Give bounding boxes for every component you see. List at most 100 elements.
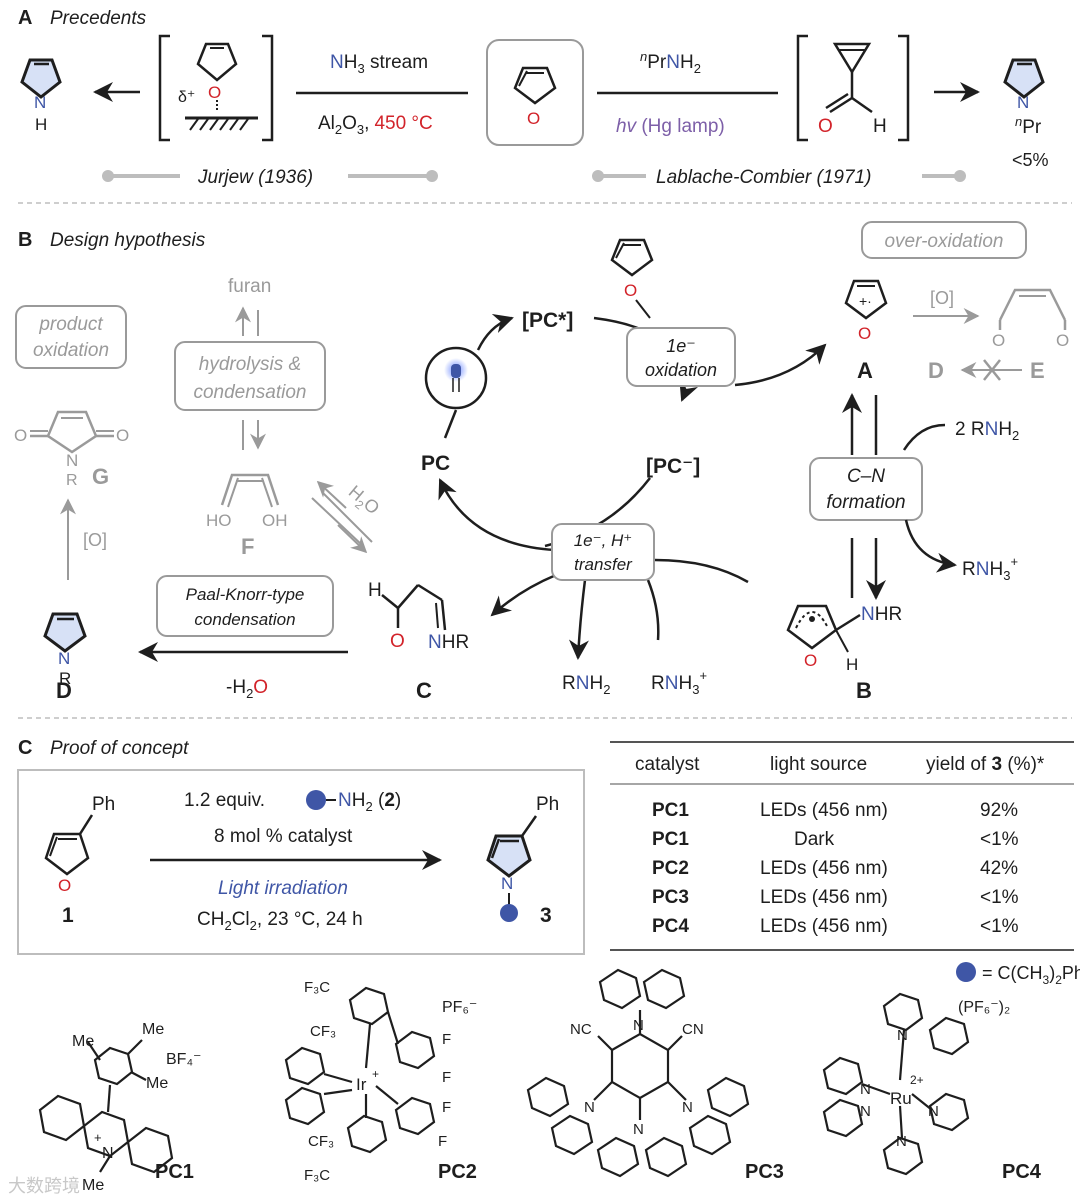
e-o-left: O [992, 331, 1005, 350]
row-4-yield: <1% [980, 887, 1019, 908]
pc2-f-3: F [442, 1099, 451, 1116]
f-oh: OH [262, 511, 288, 530]
central-furan-o: O [527, 109, 540, 128]
two-amine-label: 2 RNH2 [955, 419, 1019, 443]
pc1-anion: BF₄⁻ [166, 1051, 201, 1068]
oxidation-box [626, 327, 736, 387]
delta-plus: δ⁺ [178, 89, 195, 106]
enediol-f-structure: HO OH [206, 473, 288, 530]
alumina-conditions-label: Al2O3,450 °C [318, 113, 433, 137]
substrate-3-phenylfuran: O Ph [44, 794, 115, 895]
ref-lablache: Lablache-Combier (1971) [656, 167, 871, 188]
aldehyde-o: O [818, 116, 833, 137]
hydrolysis-box [174, 341, 326, 411]
row-1-light: LEDs (456 nm) [760, 800, 888, 821]
row-4-light: LEDs (456 nm) [760, 887, 888, 908]
pc4-metal: Ru [890, 1089, 912, 1108]
substrate-label: 1 [62, 904, 74, 927]
pc2-metal: Ir [356, 1075, 367, 1094]
pc3-cn-left: NC [570, 1021, 592, 1038]
pc2-anion: PF₆⁻ [442, 999, 477, 1016]
hydrolysis-line2: condensation [193, 382, 306, 403]
pc2-f-4: F [438, 1133, 447, 1150]
pc3-n-top: N [633, 1017, 644, 1034]
n-propylpyrrole-structure: N nPr [1003, 58, 1045, 138]
npr-label: nPr [1015, 114, 1042, 138]
adsorbed-o-atom: O [208, 83, 221, 102]
ammonium-right: RNH3+ [962, 554, 1018, 583]
label-c: C [416, 678, 432, 703]
cn-formation-line1: C–N [847, 466, 885, 487]
pc2-f-1: F [442, 1031, 451, 1048]
panel-c-letter: C [18, 737, 32, 759]
table-header-light: light source [770, 754, 867, 775]
ref-jurjew: Jurjew (1936) [197, 167, 313, 188]
blocked-x-icon [983, 359, 1001, 381]
pyrrole-d-structure: N R [43, 612, 87, 688]
adsorbed-furan-bracket: O δ⁺ [158, 34, 274, 142]
substrate-o: O [58, 876, 71, 895]
product-oxidation-box [15, 305, 127, 369]
product-oxidation-line2: oxidation [33, 340, 109, 361]
npr-pyrrole-n: N [1017, 93, 1029, 112]
arc-amine-in [902, 423, 946, 451]
pc3-n-right: N [682, 1099, 693, 1116]
table-row: PC2 LEDs (456 nm) 42% [652, 858, 1018, 879]
row-3-catalyst: PC2 [652, 858, 689, 879]
rnh3-bottom: RNH3+ [651, 668, 707, 697]
paal-knorr-box [156, 575, 334, 637]
pc4-n-2: N [860, 1081, 871, 1098]
led-light-source [424, 346, 488, 410]
row-2-yield: <1% [980, 829, 1019, 850]
hg-lamp-label: hv (Hg lamp) [616, 116, 725, 137]
pyrrole-n-atom: N [34, 93, 46, 112]
substrate-ph: Ph [92, 794, 115, 815]
pc3-label: PC3 [745, 1161, 784, 1183]
rnh2-bottom: RNH2 [562, 673, 610, 697]
hydrolysis-line1: hydrolysis & [199, 354, 301, 375]
reaction-box [17, 769, 585, 955]
row-5-yield: <1% [980, 916, 1019, 937]
b-h-atom: H [846, 655, 858, 674]
table-row: PC1 LEDs (456 nm) 92% [652, 800, 1018, 821]
product-ph: Ph [536, 794, 559, 815]
pc1-me-n: Me [82, 1177, 104, 1194]
pc2-label: PC2 [438, 1161, 477, 1183]
pc4-charge: 2+ [910, 1073, 924, 1087]
pc2-cf3-bottom: F₃C [304, 1167, 330, 1184]
pyrrole-h-atom: H [35, 115, 47, 134]
reference-bar-left: Jurjew (1936) [102, 167, 438, 188]
arc-transfer-to-rnh3 [646, 579, 660, 641]
pc-label: PC [421, 452, 450, 475]
pc1-me-right: Me [146, 1075, 168, 1092]
pc4-n-4: N [928, 1103, 939, 1120]
oxidation-o-label-a: [O] [930, 288, 954, 308]
legend-dot-icon [956, 962, 976, 982]
table-row: PC4 LEDs (456 nm) <1% [652, 916, 1019, 937]
watermark-text: 大数跨境 [8, 1176, 80, 1196]
enamine-aldehyde-c-structure: H O NHR [368, 580, 469, 653]
pc4-n-5: N [896, 1133, 907, 1150]
product-dot-icon [500, 904, 518, 922]
g-r-group: R [66, 472, 78, 489]
g-o-left: O [14, 426, 27, 445]
pc4-label: PC4 [1002, 1161, 1042, 1183]
arrow-transfer-to-c [490, 573, 557, 617]
over-oxidation-label: over-oxidation [884, 231, 1003, 252]
pc3-cn-right: CN [682, 1021, 704, 1038]
water-label: H2O [342, 481, 383, 521]
label-f: F [241, 534, 254, 559]
c-h-atom: H [368, 580, 382, 601]
aminal-b-structure: O H NHR [786, 604, 902, 674]
pc4-anion: (PF₆⁻)₂ [958, 999, 1010, 1016]
furan-b-o: O [624, 281, 637, 300]
b-o-atom: O [804, 651, 817, 670]
radical-cation-symbol: +· [859, 293, 872, 309]
c-nhr-label: NHR [428, 632, 469, 653]
label-b: B [856, 678, 872, 703]
product-n: N [501, 874, 513, 893]
transfer-box [551, 523, 655, 581]
pc2-cf3-top: F₃C [304, 979, 330, 996]
row-1-catalyst: PC1 [652, 800, 689, 821]
maleimide-g-structure: O O N R [14, 410, 129, 489]
